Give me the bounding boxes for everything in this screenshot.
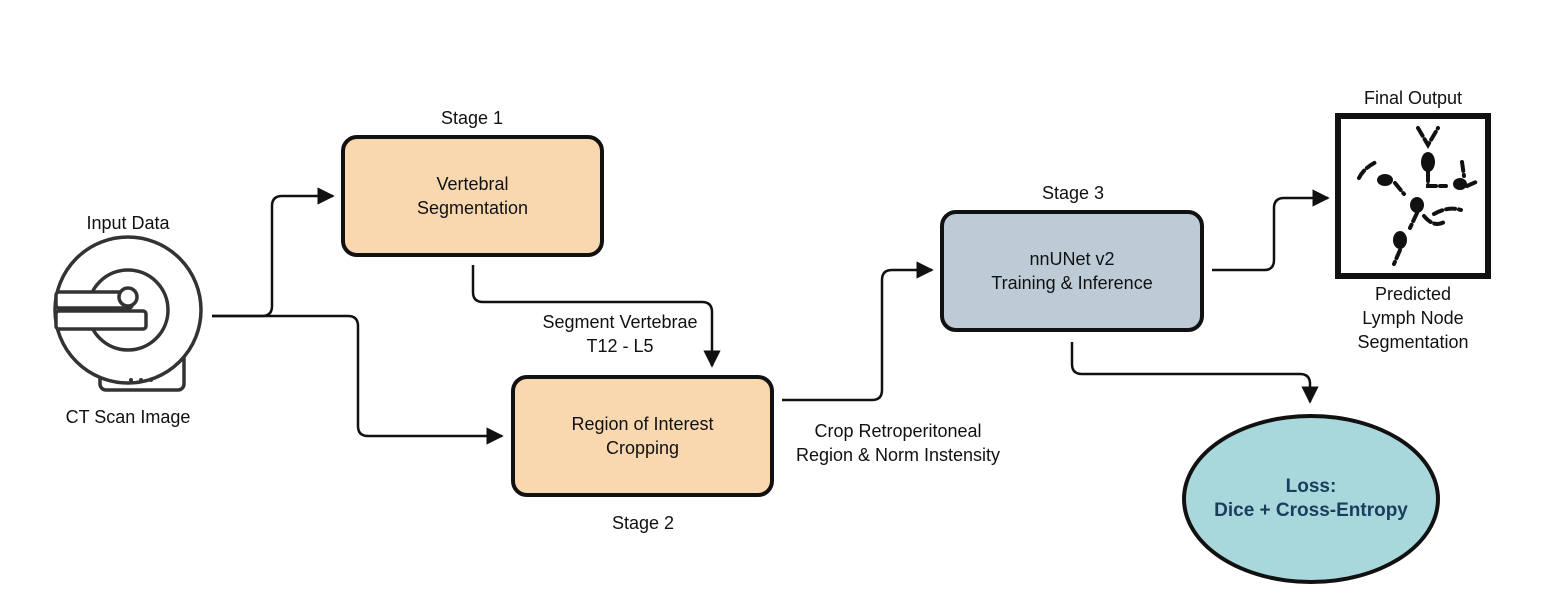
output-caption-line3: Segmentation [1357, 332, 1469, 352]
stage1-box-line2: Segmentation [416, 198, 529, 218]
stage3-box: nnUNet v2 Training & Inference [940, 210, 1204, 332]
stage1-box: Vertebral Segmentation [341, 135, 604, 257]
segment-edge-line2: T12 - L5 [586, 336, 654, 356]
arrow-input-to-stage1 [212, 187, 335, 318]
segment-edge-label: Segment Vertebrae T12 - L5 [510, 310, 730, 358]
lymph-node-segmentation-icon [1357, 126, 1478, 266]
output-header: Final Output [1363, 88, 1463, 108]
crop-edge-line2: Region & Norm Instensity [795, 445, 1001, 465]
output-caption: Predicted Lymph Node Segmentation [1343, 282, 1483, 354]
input-header: Input Data [86, 213, 170, 233]
output-frame [1335, 113, 1491, 279]
arrow-stage3-to-loss [1070, 342, 1319, 404]
crop-edge-label: Crop Retroperitoneal Region & Norm Inste… [776, 419, 1020, 467]
stage2-box-line2: Cropping [605, 438, 680, 458]
arrow-stage2-to-stage3 [782, 261, 934, 402]
ct-scanner-icon [53, 235, 203, 392]
segment-edge-line1: Segment Vertebrae [542, 312, 698, 332]
loss-line2: Dice + Cross-Entropy [1214, 500, 1408, 521]
arrow-input-to-stage2 [212, 314, 504, 445]
stage1-box-line1: Vertebral [436, 174, 509, 194]
stage2-box-line1: Region of Interest [571, 414, 714, 434]
crop-edge-line1: Crop Retroperitoneal [814, 421, 982, 441]
arrow-stage1-to-stage2 [471, 265, 721, 368]
output-caption-line2: Lymph Node [1362, 308, 1464, 328]
stage2-box: Region of Interest Cropping [511, 375, 774, 497]
stage3-box-line1: nnUNet v2 [1029, 249, 1115, 269]
stage3-label: Stage 3 [1041, 183, 1105, 203]
loss-line1: Loss: [1285, 476, 1337, 497]
stage2-label: Stage 2 [611, 513, 675, 533]
loss-ellipse: Loss: Dice + Cross-Entropy [1182, 414, 1440, 584]
stage1-label: Stage 1 [440, 108, 504, 128]
output-caption-line1: Predicted [1374, 284, 1452, 304]
stage3-box-line2: Training & Inference [991, 273, 1153, 293]
arrow-stage3-to-output [1212, 189, 1330, 272]
input-caption: CT Scan Image [65, 407, 191, 427]
